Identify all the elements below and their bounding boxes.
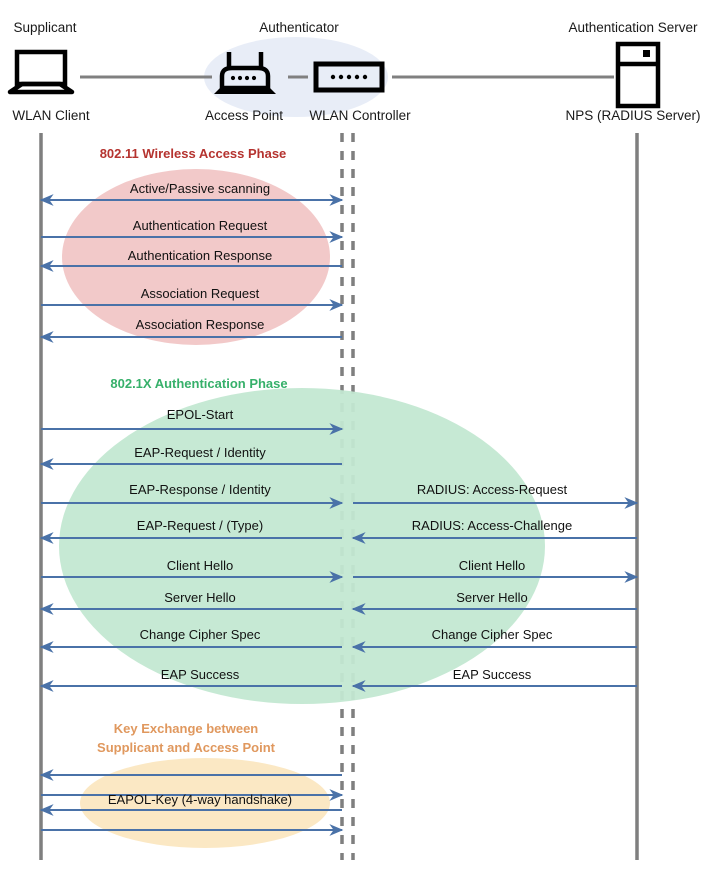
- msg-label-eap-success-left: EAP Success: [160, 667, 240, 682]
- phase-802-1x-arrows-left: [39, 423, 344, 692]
- actor-role-supplicant: Supplicant: [13, 20, 77, 35]
- msg-label-server-hello-right: Server Hello: [456, 590, 528, 605]
- actor-role-auth-server: Authentication Server: [568, 20, 698, 35]
- msg-label-association-request: Association Request: [140, 286, 260, 301]
- msg-label-server-hello-left: Server Hello: [164, 590, 236, 605]
- phase-title-802-1x: 802.1X Authentication Phase: [110, 376, 288, 391]
- msg-label-eap-request-type: EAP-Request / (Type): [136, 518, 264, 533]
- msg-label-eap-request-identity: EAP-Request / Identity: [134, 445, 266, 460]
- msg-label-association-response: Association Response: [135, 317, 265, 332]
- actor-name-nps-radius-server: NPS (RADIUS Server): [565, 108, 701, 123]
- msg-label-active-passive-scanning: Active/Passive scanning: [129, 181, 271, 196]
- phase-title-802-11: 802.11 Wireless Access Phase: [99, 146, 287, 161]
- access-point-icon: [214, 52, 276, 94]
- actor-name-access-point: Access Point: [204, 108, 284, 123]
- msg-label-radius-access-challenge: RADIUS: Access-Challenge: [411, 518, 573, 533]
- wlan-controller-icon: [313, 61, 385, 93]
- laptop-icon: [7, 49, 75, 95]
- phase-key-exchange-arrows: [39, 769, 344, 836]
- phase-802-11-ellipse: [62, 169, 330, 345]
- phase-key-exchange-ellipse: [80, 758, 330, 848]
- actor-name-wlan-controller: WLAN Controller: [309, 108, 411, 123]
- msg-label-change-cipher-spec-right: Change Cipher Spec: [431, 627, 553, 642]
- phase-802-11-arrows: [39, 194, 344, 343]
- msg-label-authentication-request: Authentication Request: [132, 218, 268, 233]
- phase-802-1x-ellipse: [59, 388, 545, 704]
- msg-label-change-cipher-spec-left: Change Cipher Spec: [139, 627, 261, 642]
- phase-title-key-exchange-line1: Key Exchange between: [113, 721, 259, 736]
- msg-label-eap-response-identity: EAP-Response / Identity: [129, 482, 271, 497]
- msg-label-client-hello-right: Client Hello: [458, 558, 526, 573]
- actor-role-authenticator: Authenticator: [259, 20, 339, 35]
- msg-label-eap-success-right: EAP Success: [452, 667, 532, 682]
- msg-label-eapol-key-4way-handshake: EAPOL-Key (4-way handshake): [107, 792, 293, 807]
- server-icon: [615, 41, 661, 109]
- msg-label-radius-access-request: RADIUS: Access-Request: [416, 482, 568, 497]
- msg-label-authentication-response: Authentication Response: [127, 248, 273, 263]
- msg-label-eapol-start: EPOL-Start: [166, 407, 234, 422]
- phase-802-1x-arrows-right: [351, 497, 639, 692]
- msg-label-client-hello-left: Client Hello: [166, 558, 234, 573]
- actor-name-wlan-client: WLAN Client: [12, 108, 90, 123]
- phase-title-key-exchange-line2: Supplicant and Access Point: [97, 740, 275, 755]
